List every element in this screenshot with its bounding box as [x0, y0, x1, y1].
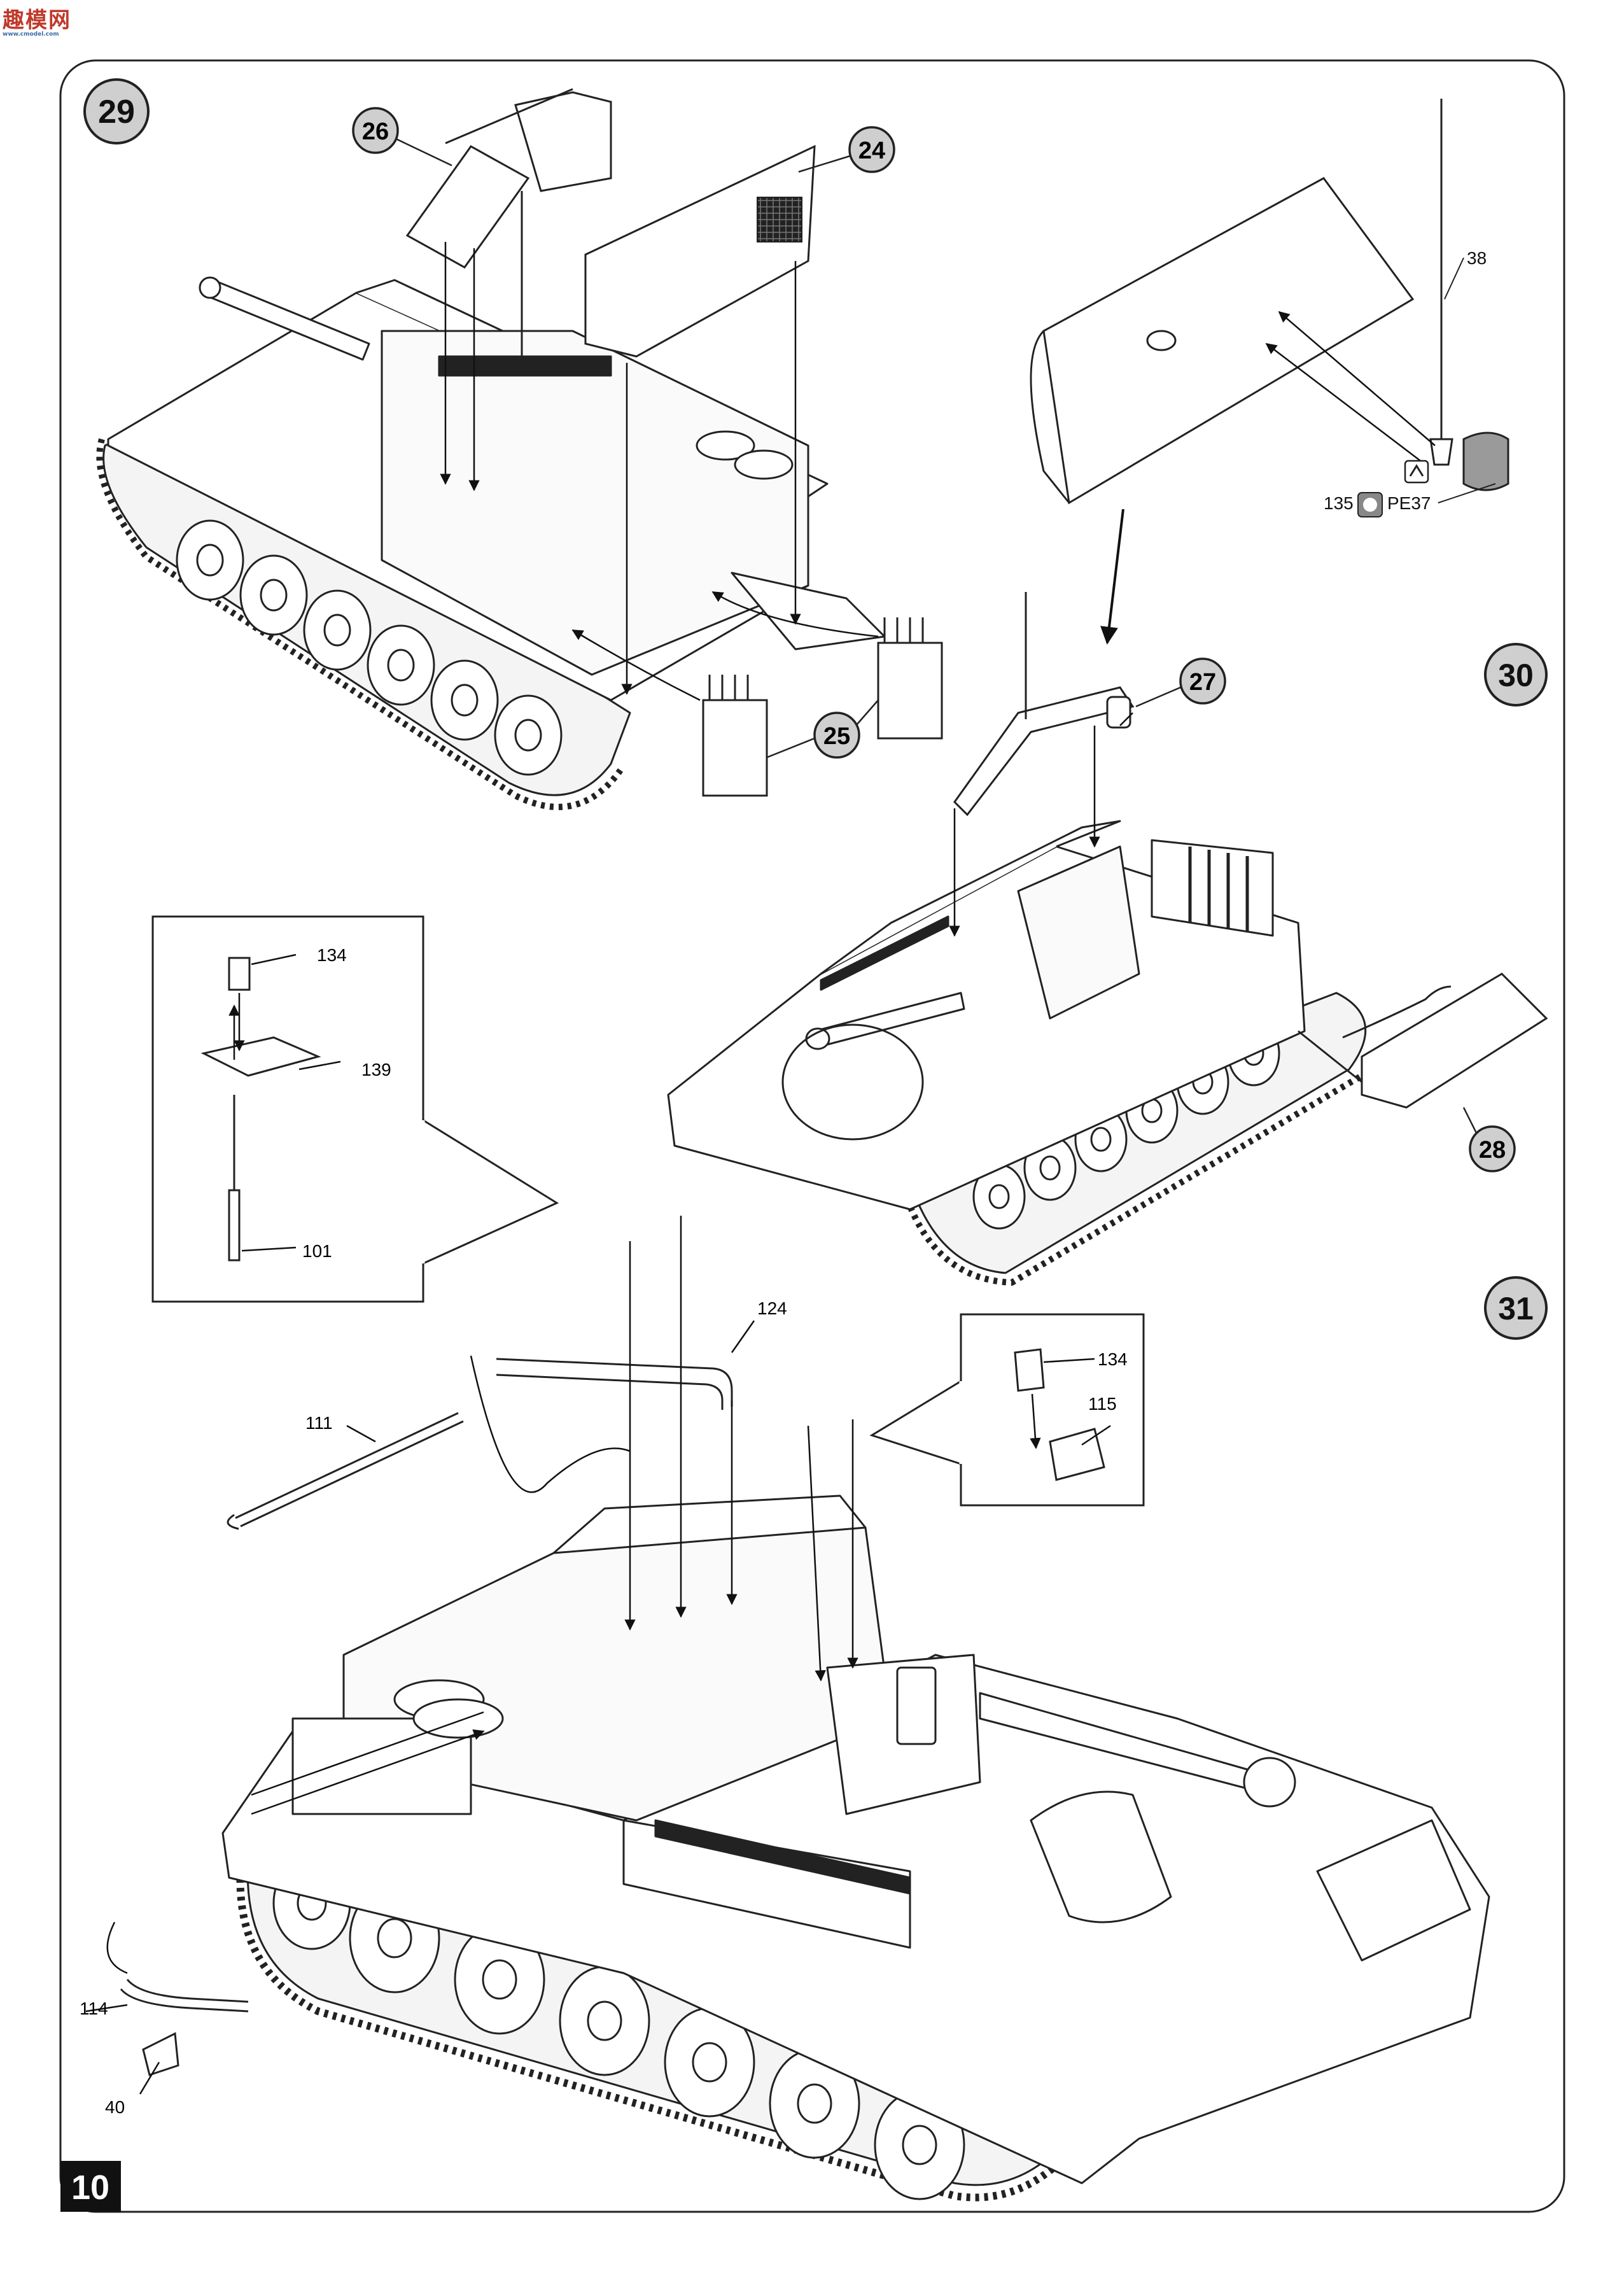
- callout-24-label: 24: [858, 137, 885, 164]
- callout-27-label: 27: [1189, 669, 1216, 696]
- watermark-logo: 趣模网 www.cmodel.com: [3, 3, 71, 38]
- detail-inset-right: 134 115: [869, 1313, 1145, 1507]
- callout-26: 26: [352, 107, 452, 167]
- page-frame: [59, 59, 1565, 2213]
- tank-step-29: [96, 276, 886, 810]
- step-31-number: 31: [1498, 1291, 1534, 1326]
- part-114-pipe: [120, 1979, 249, 2013]
- label-139: 139: [361, 1060, 391, 1079]
- bend-icon: [1404, 460, 1429, 484]
- callout-25: 25: [766, 700, 879, 759]
- callout-28-label: 28: [1479, 1137, 1506, 1164]
- page-number: 10: [71, 2169, 109, 2207]
- step-29: 29: [83, 78, 943, 810]
- rear-plate-guide-lines: [1100, 311, 1436, 645]
- part-25-ammo: [702, 617, 943, 797]
- callout-28: 28: [1462, 1107, 1516, 1172]
- label-134-a: 134: [317, 945, 347, 965]
- callout-27: 27: [1135, 657, 1226, 708]
- label-38: 38: [1467, 248, 1487, 268]
- label-114: 114: [80, 1999, 108, 2018]
- step-29-guide-lines: [440, 242, 879, 701]
- step-31: 31 134: [80, 915, 1548, 2202]
- part-40: [142, 2032, 179, 2076]
- part-24-plate: [584, 144, 816, 358]
- label-PE37: PE37: [1387, 493, 1431, 513]
- part-28-plate: [1298, 973, 1548, 1109]
- step-31-badge: [1484, 1276, 1548, 1340]
- rear-plate-detail: [1030, 177, 1415, 505]
- tank-step-30: [667, 820, 1367, 1286]
- part-27: [953, 592, 1135, 817]
- watermark-subtext: www.cmodel.com: [3, 31, 59, 38]
- label-115: 115: [1088, 1394, 1117, 1414]
- tank-step-31: [221, 1494, 1490, 2202]
- step-30-guide-lines: [949, 712, 1133, 937]
- label-124: 124: [757, 1298, 787, 1318]
- callout-24: 24: [798, 126, 895, 173]
- part-124-pipe: [496, 1358, 733, 1410]
- page-number-box: 10: [60, 2161, 121, 2212]
- part-111-rail: [227, 1412, 464, 1530]
- label-135: 135: [1324, 493, 1354, 513]
- part-38-antenna: [1429, 99, 1509, 491]
- callout-25-label: 25: [823, 723, 850, 750]
- step-30-badge: [1484, 643, 1548, 707]
- step-29-number: 29: [98, 94, 135, 130]
- step-30: 30 38 135: [667, 99, 1548, 1286]
- step-31-guide-lines: [85, 1216, 858, 2095]
- step-29-badge: [83, 78, 150, 144]
- photo-etch-icon: [1357, 492, 1383, 517]
- label-101: 101: [302, 1241, 332, 1261]
- callout-26-label: 26: [362, 118, 389, 145]
- detail-inset-left: 134 139 101: [151, 915, 559, 1303]
- watermark-text: 趣模网: [3, 8, 71, 33]
- label-134-b: 134: [1098, 1349, 1128, 1369]
- step-30-number: 30: [1498, 657, 1534, 693]
- label-40: 40: [105, 2097, 125, 2117]
- label-111: 111: [305, 1413, 333, 1433]
